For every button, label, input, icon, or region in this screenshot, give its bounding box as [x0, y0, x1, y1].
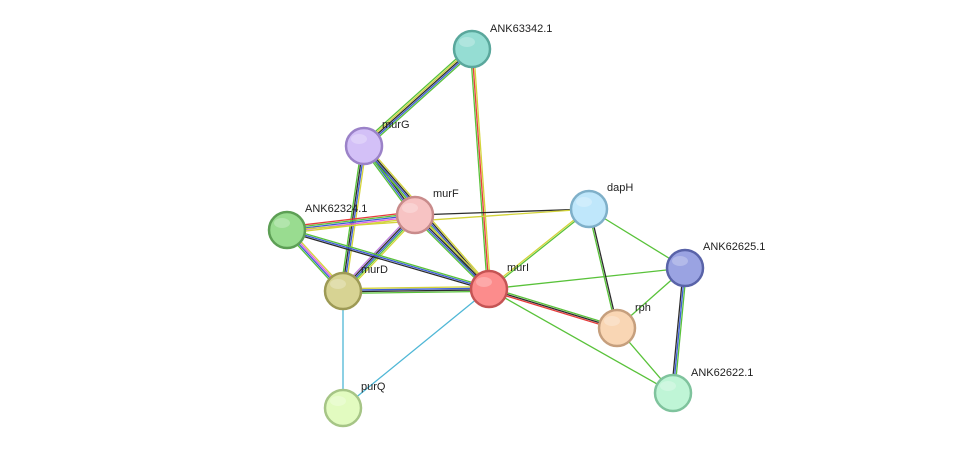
- edge-line: [286, 211, 415, 228]
- edge-line: [287, 227, 490, 289]
- node-circle[interactable]: [267, 210, 307, 250]
- edge-murI-ANK62625: [488, 267, 686, 290]
- edge-layer: [284, 46, 688, 409]
- edge-line: [361, 46, 471, 145]
- edge-line: [488, 207, 589, 289]
- node-highlight: [330, 279, 346, 289]
- node-label: murF: [433, 188, 459, 200]
- node-circle[interactable]: [452, 29, 492, 69]
- node-highlight: [274, 218, 290, 228]
- node-label: dapH: [607, 182, 633, 194]
- node-circle[interactable]: [395, 195, 435, 235]
- edge-line: [339, 145, 363, 291]
- edge-ANK63342-murG: [361, 46, 475, 149]
- edge-line: [472, 48, 492, 289]
- edge-dapH-rph: [587, 208, 619, 329]
- edge-line: [286, 214, 416, 231]
- node-circle[interactable]: [344, 126, 384, 166]
- edge-line: [587, 209, 617, 329]
- node-highlight: [330, 396, 346, 406]
- edge-line: [670, 267, 685, 393]
- node-layer: ANK63342.1 murG murF dapH ANK62324.1 murD murI…: [267, 23, 765, 428]
- node-ANK62622[interactable]: ANK62622.1: [653, 367, 753, 413]
- edge-line: [362, 47, 472, 146]
- edge-line: [343, 290, 490, 295]
- edge-line: [488, 288, 618, 329]
- edge-line: [286, 208, 590, 231]
- edge-line: [471, 48, 490, 290]
- edge-line: [364, 49, 474, 148]
- edge-line: [488, 289, 617, 331]
- node-label: purQ: [361, 381, 386, 393]
- edge-line: [589, 208, 619, 328]
- edge-line: [286, 229, 490, 290]
- node-label: murG: [382, 119, 410, 131]
- node-circle[interactable]: [653, 373, 693, 413]
- edge-murF-dapH: [414, 208, 590, 216]
- node-murI[interactable]: murI: [469, 262, 529, 309]
- edge-line: [673, 268, 688, 394]
- edge-murI-ANK62622: [488, 288, 674, 394]
- edge-line: [489, 209, 590, 291]
- edge-line: [672, 267, 686, 394]
- edge-line: [341, 145, 364, 291]
- node-ANK62324[interactable]: ANK62324.1: [267, 203, 367, 250]
- node-highlight: [402, 203, 418, 213]
- node-label: ANK62324.1: [305, 203, 367, 215]
- node-label: ANK63342.1: [490, 23, 552, 35]
- edge-line: [363, 48, 473, 147]
- node-label: ANK62625.1: [703, 241, 765, 253]
- node-highlight: [459, 37, 475, 47]
- node-highlight: [476, 277, 492, 287]
- edge-murI-purQ: [342, 288, 490, 409]
- edge-ANK62324-dapH: [286, 208, 590, 231]
- edge-line: [286, 212, 415, 230]
- edge-ANK62625-ANK62622: [670, 267, 688, 394]
- node-murG[interactable]: murG: [344, 119, 410, 166]
- edge-line: [342, 287, 489, 291]
- edge-line: [342, 288, 490, 409]
- node-murF[interactable]: murF: [395, 188, 459, 235]
- node-label: rph: [635, 302, 651, 314]
- edge-line: [342, 285, 489, 290]
- node-label: murI: [507, 262, 529, 274]
- node-highlight: [660, 381, 676, 391]
- edge-murI-rph: [488, 286, 618, 331]
- node-ANK62625[interactable]: ANK62625.1: [665, 241, 765, 288]
- node-circle[interactable]: [569, 189, 609, 229]
- node-ANK63342[interactable]: ANK63342.1: [452, 23, 552, 69]
- edge-line: [488, 267, 686, 290]
- node-highlight: [672, 256, 688, 266]
- node-highlight: [604, 316, 620, 326]
- edge-line: [286, 230, 489, 292]
- edge-line: [488, 288, 674, 394]
- node-murD[interactable]: murD: [323, 264, 388, 311]
- edge-murI-dapH: [488, 207, 590, 291]
- edge-line: [414, 208, 590, 216]
- edge-ANK62324-murI: [286, 227, 490, 292]
- node-highlight: [576, 197, 592, 207]
- edge-ANK63342-murI: [469, 48, 492, 290]
- node-circle[interactable]: [323, 388, 363, 428]
- edge-line: [489, 286, 618, 328]
- node-circle[interactable]: [597, 308, 637, 348]
- node-purQ[interactable]: purQ: [323, 381, 386, 428]
- node-circle[interactable]: [469, 269, 509, 309]
- node-label: ANK62622.1: [691, 367, 753, 379]
- node-circle[interactable]: [323, 271, 363, 311]
- edge-line: [343, 289, 490, 293]
- edge-line: [365, 50, 475, 149]
- node-circle[interactable]: [665, 248, 705, 288]
- node-label: murD: [361, 264, 388, 276]
- node-highlight: [351, 134, 367, 144]
- node-dapH[interactable]: dapH: [569, 182, 633, 229]
- edge-murD-murI: [342, 285, 490, 295]
- edge-line: [469, 49, 489, 290]
- node-rph[interactable]: rph: [597, 302, 651, 348]
